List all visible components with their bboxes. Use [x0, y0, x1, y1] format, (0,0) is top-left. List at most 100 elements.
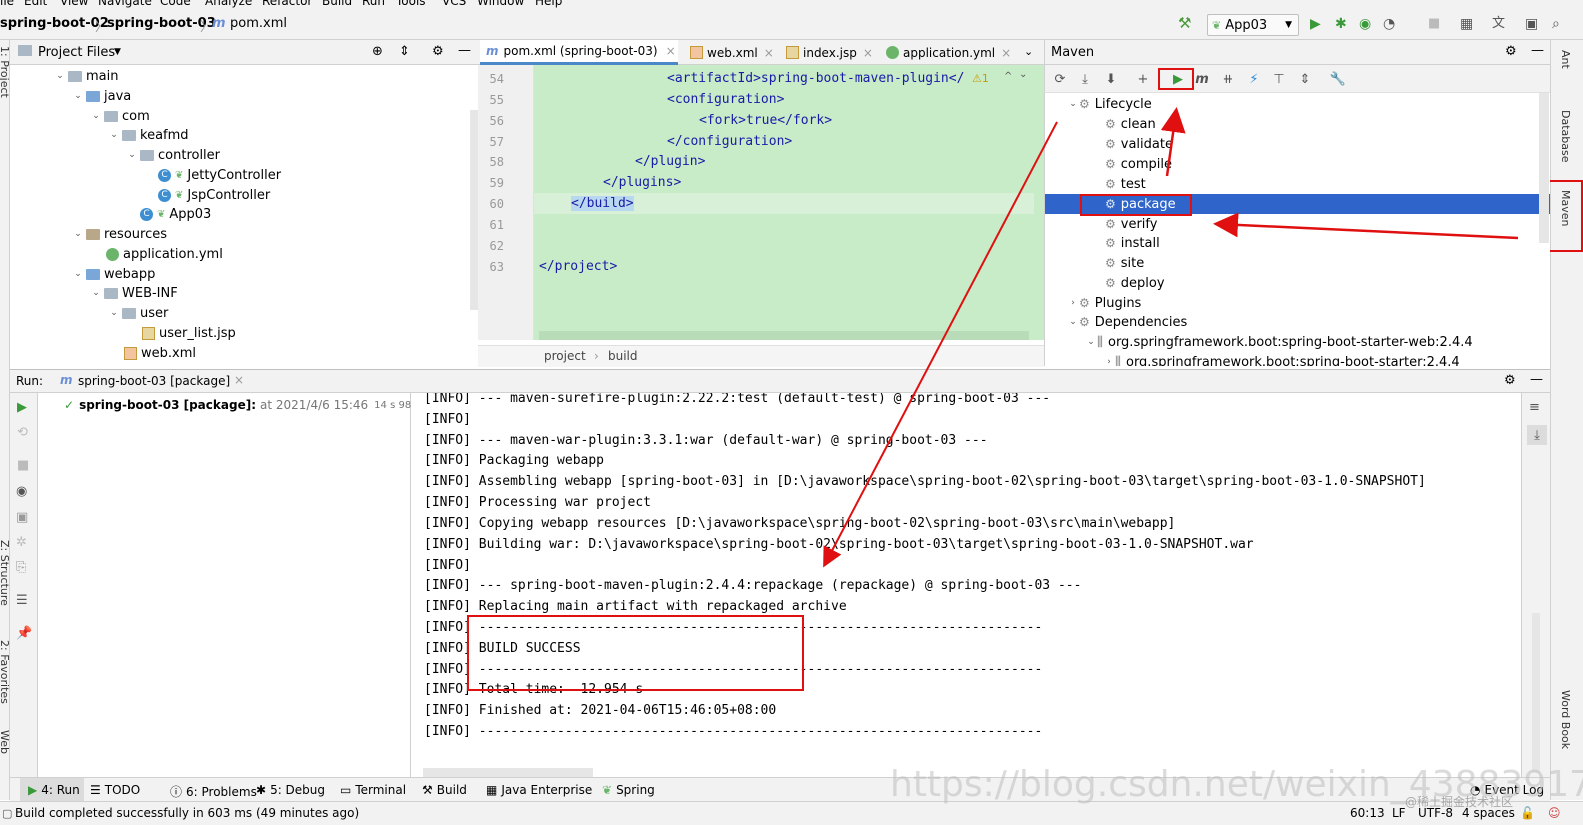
structure-tool-label[interactable]: Z: Structure [0, 540, 11, 606]
pin-icon[interactable]: 📌 [16, 626, 33, 641]
layout-icon[interactable]: ☰ [16, 593, 28, 608]
run-maven-build-icon[interactable]: ▶ [1173, 71, 1183, 87]
console-output[interactable]: [INFO] --- maven-surefire-plugin:2.22.2:… [411, 393, 1521, 777]
eye-icon[interactable]: ◉ [16, 484, 28, 499]
layout-icon[interactable]: ▣ [1525, 16, 1539, 32]
close-icon[interactable]: × [665, 44, 676, 58]
minimize-icon[interactable]: — [1530, 372, 1543, 387]
dependency-starter-web[interactable]: ⌄⫼org.springframework.boot:spring-boot-s… [1085, 332, 1472, 352]
menu-code[interactable]: Code [160, 0, 191, 8]
tree-node-jspcontroller[interactable]: C❦JspController [156, 185, 270, 205]
tree-node-java[interactable]: ⌄java [72, 86, 131, 106]
stop-icon[interactable]: ■ [1428, 16, 1441, 31]
maven-tool-label[interactable]: Maven [1559, 190, 1572, 227]
rerun-failed-icon[interactable]: ⟲ [17, 425, 28, 440]
warning-indicator[interactable]: ⚠1 [972, 72, 989, 85]
tool-tab-spring[interactable]: ❦Spring [602, 783, 655, 797]
menu-navigate[interactable]: Navigate [98, 0, 152, 8]
restore-layout-icon[interactable]: ⎘ [16, 560, 27, 575]
generate-sources-icon[interactable]: ⤓ [1082, 71, 1088, 87]
file-encoding[interactable]: UTF-8 [1418, 806, 1453, 820]
status-message[interactable]: Build completed successfully in 603 ms (… [15, 806, 360, 820]
tab-application-yml[interactable]: application.yml × [878, 40, 1017, 65]
maven-phase-package[interactable]: ⚙package [1105, 196, 1176, 212]
settings-icon[interactable]: ✲ [16, 535, 27, 550]
hammer-build-icon[interactable]: ⚒ [1178, 14, 1192, 32]
maven-dependencies-node[interactable]: ⌄⚙Dependencies [1067, 312, 1187, 332]
project-structure-icon[interactable]: ▦ [1460, 16, 1474, 32]
maven-panel-title[interactable]: Maven [1051, 45, 1095, 60]
tab-web-xml[interactable]: web.xml × [682, 40, 780, 65]
tool-tab-todo[interactable]: ☰TODO [90, 783, 141, 797]
maven-plugins-node[interactable]: ›⚙Plugins [1067, 293, 1141, 313]
close-icon[interactable]: × [862, 45, 873, 60]
download-icon[interactable]: ⬇ [1105, 71, 1117, 87]
tab-pom-xml[interactable]: m pom.xml (spring-boot-03) × [480, 40, 678, 65]
tree-node-app03[interactable]: C❦App03 [138, 204, 211, 224]
console-v-scrollbar[interactable] [1532, 613, 1540, 773]
menu-run[interactable]: Run [362, 0, 386, 8]
project-panel-title[interactable]: Project Files [38, 45, 116, 60]
menu-view[interactable]: View [60, 0, 89, 8]
tree-node-jettycontroller[interactable]: C❦JettyController [156, 165, 281, 185]
tree-scrollbar[interactable] [470, 110, 478, 310]
ant-tool-label[interactable]: Ant [1559, 50, 1572, 69]
gear-icon[interactable]: ⚙ [1505, 44, 1517, 59]
tree-node-resources[interactable]: ⌄resources [72, 224, 167, 244]
line-separator[interactable]: LF [1392, 806, 1406, 820]
maven-phase-clean[interactable]: ⚙clean [1105, 116, 1156, 132]
close-icon[interactable]: × [763, 45, 774, 60]
collapse-all-icon[interactable]: ⇕ [1299, 71, 1311, 87]
toggle-offline-icon[interactable]: ⧺ [1222, 71, 1234, 87]
tool-tab-debug[interactable]: ✱5: Debug [256, 783, 326, 797]
web-tool-label[interactable]: Web [0, 730, 11, 754]
caret-position[interactable]: 60:13 [1350, 806, 1385, 820]
chevron-down-icon[interactable]: ▼ [114, 47, 121, 57]
tree-node-web-xml[interactable]: web.xml [122, 343, 196, 363]
breadcrumb-project[interactable]: spring-boot-02 [0, 16, 109, 31]
tree-node-webapp[interactable]: ⌄webapp [72, 264, 155, 284]
maven-phase-test[interactable]: ⚙test [1105, 176, 1146, 192]
tree-node-keafmd[interactable]: ⌄keafmd [108, 125, 188, 145]
code-editor[interactable]: <artifactId>spring-boot-maven-plugin</ <… [534, 65, 1034, 340]
coverage-icon[interactable]: ◉ [1359, 16, 1372, 32]
locate-icon[interactable]: ⊕ [372, 44, 383, 59]
stop-icon[interactable]: ■ [17, 458, 30, 473]
rerun-icon[interactable]: ▶ [17, 400, 27, 415]
chevron-up-icon[interactable]: ^ [1004, 71, 1013, 82]
word-book-tool-label[interactable]: Word Book [1559, 690, 1572, 750]
wrench-icon[interactable]: 🔧 [1329, 71, 1347, 87]
editor-vertical-scrollbar[interactable] [1034, 65, 1044, 340]
reload-icon[interactable]: ⟳ [1054, 71, 1066, 87]
menu-edit[interactable]: Edit [24, 0, 48, 8]
tree-node-user-list-jsp[interactable]: user_list.jsp [140, 323, 236, 343]
gear-icon[interactable]: ⚙ [432, 44, 444, 59]
execute-goal-icon[interactable]: m [1195, 71, 1209, 87]
maven-phase-compile[interactable]: ⚙compile [1105, 156, 1173, 172]
console-h-scrollbar[interactable] [423, 768, 593, 777]
tab-index-jsp[interactable]: index.jsp × [778, 40, 879, 65]
maven-lifecycle-node[interactable]: ⌄⚙Lifecycle [1067, 94, 1152, 114]
menu-file[interactable]: ile [0, 0, 15, 8]
run-task-row[interactable]: ✓ spring-boot-03 [package]: at 2021/4/6 … [64, 398, 436, 412]
horizontal-scrollbar[interactable] [539, 331, 1029, 340]
breadcrumb-module[interactable]: spring-boot-03 [107, 16, 216, 31]
profile-icon[interactable]: ◔ [1383, 16, 1396, 32]
run-icon[interactable]: ▶ [1310, 16, 1321, 32]
close-icon[interactable]: × [234, 373, 245, 387]
maven-phase-deploy[interactable]: ⚙deploy [1105, 275, 1165, 291]
translate-icon[interactable]: 文 [1492, 16, 1506, 31]
maven-phase-install[interactable]: ⚙install [1105, 235, 1160, 251]
menu-window[interactable]: Window [477, 0, 525, 8]
tree-node-web-inf[interactable]: ⌄WEB-INF [90, 283, 178, 303]
tool-tab-terminal[interactable]: ▭Terminal [340, 783, 407, 797]
breadcrumb-build-tag[interactable]: build [608, 349, 638, 363]
database-tool-label[interactable]: Database [1559, 110, 1572, 163]
chevron-down-icon[interactable]: ⌄ [1024, 45, 1034, 58]
minimize-icon[interactable]: — [1531, 43, 1544, 58]
favorites-tool-label[interactable]: 2: Favorites [0, 640, 11, 704]
breadcrumb-file[interactable]: pom.xml [230, 16, 287, 31]
maven-phase-site[interactable]: ⚙site [1105, 255, 1145, 271]
tree-node-application-yml[interactable]: application.yml [104, 244, 223, 264]
